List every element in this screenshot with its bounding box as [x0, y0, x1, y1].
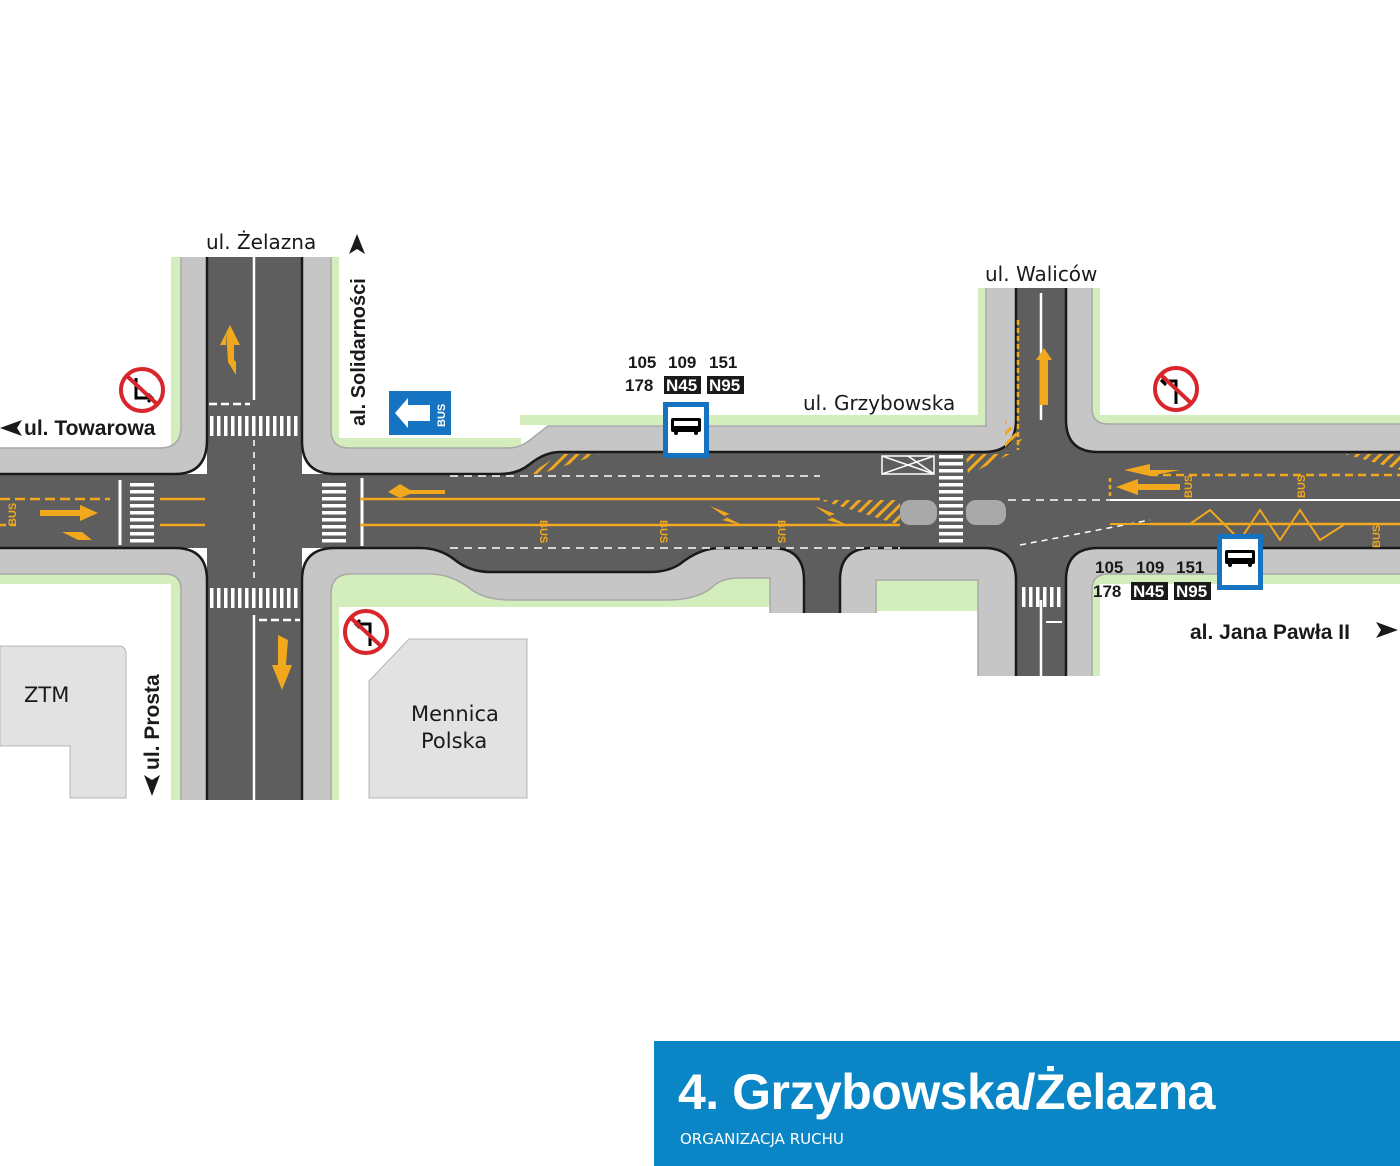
banner-title: 4. Grzybowska/Żelazna: [678, 1064, 1215, 1120]
building-label-polska: Polska: [421, 729, 487, 753]
hatched-areas: [530, 420, 1400, 525]
street-label-zelazna: ul. Żelazna: [206, 230, 316, 254]
arrow-prosta: [144, 775, 160, 796]
building-mennica-polska: [368, 638, 528, 799]
street-label-solidarnosci: al. Solidarności: [348, 278, 370, 426]
route-number: 178: [1093, 582, 1121, 601]
bus-lane-marking: BUS: [775, 520, 787, 543]
bus-lane-sign-label: BUS: [436, 404, 448, 427]
banner-subtitle: ORGANIZACJA RUCHU: [680, 1130, 844, 1148]
building-label-mennica: Mennica: [411, 702, 499, 726]
bus-lane-markings: BUS BUS BUS BUS BUS BUS BUS: [7, 475, 1383, 548]
bus-lane-marking: BUS: [1296, 475, 1308, 498]
bus-lane-marking: BUS: [657, 520, 669, 543]
arrow-walicow-north: [1036, 348, 1052, 405]
route-number: 109: [668, 353, 696, 372]
arrow-jana-pawla: [1376, 622, 1398, 638]
no-left-turn-sign: [343, 609, 389, 655]
bus-stop-sign: [1217, 534, 1263, 590]
night-route: N95: [1176, 582, 1207, 601]
bus-lane-marking: BUS: [1371, 525, 1383, 548]
arrow-zelazna-south: [272, 635, 292, 690]
street-label-towarowa: ul. Towarowa: [24, 417, 156, 440]
no-left-turn-sign: [119, 367, 165, 413]
title-banner: 4. Grzybowska/Żelazna ORGANIZACJA RUCHU: [654, 1041, 1400, 1166]
night-route: N45: [1133, 582, 1164, 601]
arrow-right-turn-lane: [62, 532, 92, 540]
arrow-west-lower: [1116, 479, 1180, 495]
arrow-left-bus: [388, 484, 445, 498]
night-route: N45: [666, 376, 697, 395]
building-label-ztm: ZTM: [24, 683, 69, 707]
traffic-island: [966, 500, 1006, 525]
arrow-west-upper: [1124, 464, 1180, 476]
lane-arrows: [40, 325, 1180, 690]
street-label-grzybowska: ul. Grzybowska: [803, 391, 955, 415]
arrow-lightning: [710, 506, 744, 526]
arrow-zelazna-north: [220, 325, 240, 375]
bus-lane-marking: BUS: [537, 520, 549, 543]
street-label-prosta: ul. Prosta: [141, 674, 164, 770]
crosswalks: [130, 416, 1061, 608]
night-route: N95: [709, 376, 740, 395]
route-number: 151: [1176, 558, 1204, 577]
route-number: 109: [1136, 558, 1164, 577]
box-junction: [881, 455, 935, 475]
bus-lane-marking: BUS: [1183, 475, 1195, 498]
arrow-straight-left-lane: [40, 505, 98, 521]
bus-lane-marking: BUS: [7, 503, 19, 526]
bus-lane-sign: BUS: [389, 391, 451, 435]
bus-stop-routes: 105 109 151 178 N45 N95 105 109 151 178 …: [625, 353, 1211, 601]
arrow-solidarnosci: [349, 234, 365, 254]
road-markings-yellow: [0, 320, 1400, 542]
route-number: 105: [1095, 558, 1123, 577]
traffic-island: [900, 500, 937, 525]
building-labels: ZTM Mennica Polska: [24, 683, 499, 753]
bus-stop-sign: [663, 402, 709, 458]
outer-curbs: [0, 257, 1400, 800]
arrow-lightning: [815, 506, 849, 526]
route-number: 178: [625, 376, 653, 395]
arrow-towarowa: [0, 420, 22, 436]
asphalt: [0, 257, 1400, 800]
route-number: 151: [709, 353, 737, 372]
street-label-walicow: ul. Waliców: [985, 262, 1097, 286]
no-left-turn-sign: [1153, 366, 1199, 412]
street-label-jana-pawla: al. Jana Pawła II: [1190, 621, 1350, 644]
street-labels: ul. Żelazna ul. Waliców ul. Grzybowska a…: [0, 230, 1398, 796]
building-ztm: [0, 645, 127, 799]
route-number: 105: [628, 353, 656, 372]
